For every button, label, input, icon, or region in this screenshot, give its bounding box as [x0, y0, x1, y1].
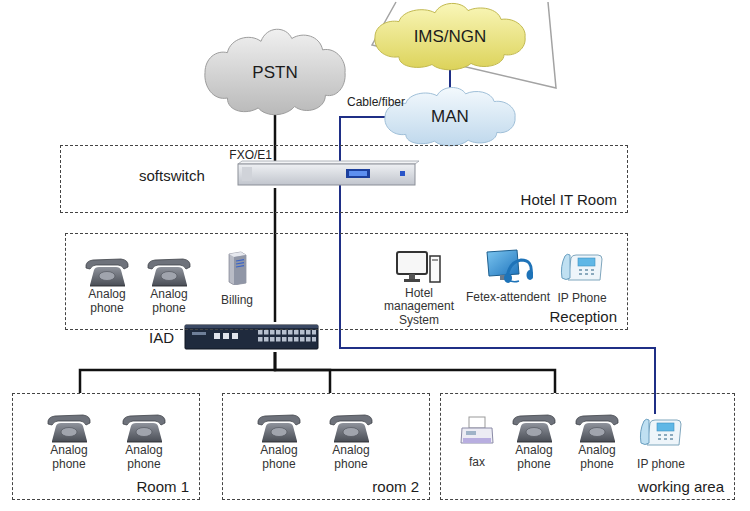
- edge-label: FXO/E1: [200, 148, 272, 162]
- node-label: Reception: [549, 308, 617, 325]
- network-cloud: IMS/NGN: [375, 4, 525, 70]
- device-led: [400, 171, 405, 176]
- node-label: Analog phone: [78, 288, 136, 316]
- analog-phone-icon: [86, 259, 128, 287]
- connector-line: [275, 352, 330, 393]
- area-box: Room 1 Analog phone Analog phone: [12, 393, 200, 500]
- device-body: [238, 164, 415, 185]
- analog-phone-icon: [330, 415, 372, 443]
- area-box: room 2 Analog phone Analog phone: [222, 393, 430, 500]
- connector-line: [275, 352, 555, 393]
- connector-line: [80, 352, 275, 393]
- node-label: room 2: [372, 478, 419, 495]
- cloud-shape: [205, 29, 345, 114]
- node-label: Analog phone: [40, 444, 98, 472]
- device-port: [232, 333, 238, 339]
- network-cloud: PSTN: [205, 30, 345, 115]
- node-label: IP phone: [630, 458, 692, 472]
- node-label: fax: [455, 456, 499, 470]
- device-display-glow: [349, 171, 367, 176]
- server-icon: [229, 252, 246, 285]
- iad-device: [185, 325, 318, 349]
- attendant-icon: [487, 250, 534, 283]
- node-label: Analog phone: [505, 444, 563, 472]
- analog-phone-icon: [148, 259, 190, 287]
- node-label: IP Phone: [552, 292, 612, 306]
- phone-node: Analog phone: [78, 256, 136, 316]
- analog-phone-icon: [258, 415, 300, 443]
- phone-node: Analog phone: [40, 412, 98, 472]
- node-label: Fetex-attendent: [458, 291, 558, 305]
- computer-node: Hotel management System: [376, 250, 462, 328]
- analog-phone-icon: [123, 415, 165, 443]
- cloud-shape: [375, 3, 525, 69]
- fax-icon: [461, 417, 493, 443]
- analog-phone-icon: [576, 415, 618, 443]
- node-label: IAD: [149, 329, 174, 346]
- switch-device: softswitch: [135, 161, 415, 188]
- node-label: working area: [638, 478, 724, 495]
- phone-node: Analog phone: [505, 412, 563, 472]
- node-label: PSTN: [205, 30, 345, 115]
- device-display: [346, 169, 370, 178]
- computer-icon: [397, 252, 440, 282]
- area-box: Hotel IT Room softswitch: [60, 145, 628, 213]
- node-label: IMS/NGN: [375, 4, 525, 70]
- server-node: Billing: [212, 250, 262, 308]
- ims-frame: [372, 2, 556, 88]
- node-label: Analog phone: [322, 444, 380, 472]
- device-port: [214, 333, 220, 339]
- area-box: working area fax Analog phoneAnalog phoneI…: [440, 393, 735, 500]
- node-label: Analog phone: [115, 444, 173, 472]
- device-top: [185, 325, 318, 328]
- node-label: Hotel management System: [376, 287, 462, 328]
- device-ports: [258, 330, 316, 343]
- node-label: softswitch: [139, 166, 205, 183]
- node-label: Analog phone: [250, 444, 308, 472]
- phone-node: IP phone: [630, 414, 692, 472]
- phone-node: Analog phone: [250, 412, 308, 472]
- analog-phone-icon: [513, 415, 555, 443]
- ip-phone-icon: [561, 254, 602, 280]
- softswitch-device: [238, 161, 419, 185]
- device-led: [192, 332, 206, 335]
- ip-phone-icon: [640, 419, 681, 445]
- node-label: Hotel IT Room: [521, 191, 617, 208]
- phone-node: Analog phone: [115, 412, 173, 472]
- phone-node: Analog phone: [322, 412, 380, 472]
- attendant-node: Fetex-attendent: [458, 247, 558, 305]
- phone-node: IP Phone: [552, 248, 612, 306]
- node-label: Room 1: [136, 478, 189, 495]
- analog-phone-icon: [48, 415, 90, 443]
- connector-group: [80, 70, 655, 414]
- node-label: Analog phone: [568, 444, 626, 472]
- fax-node: fax: [455, 414, 499, 470]
- access-device: IAD: [145, 322, 320, 352]
- connector-line: [274, 188, 277, 322]
- phone-node: Analog phone: [140, 256, 198, 316]
- connector-line: [274, 115, 277, 161]
- device-port: [223, 333, 229, 339]
- area-box: Reception Analog phoneAnalog phone Billing…: [65, 233, 628, 330]
- edge-label: Cable/fiber: [347, 95, 417, 109]
- device-ear: [242, 167, 252, 181]
- device-body: [185, 325, 318, 349]
- connector-line: [449, 70, 451, 88]
- phone-node: Analog phone: [568, 412, 626, 472]
- node-label: Analog phone: [140, 288, 198, 316]
- node-label: Billing: [212, 294, 262, 308]
